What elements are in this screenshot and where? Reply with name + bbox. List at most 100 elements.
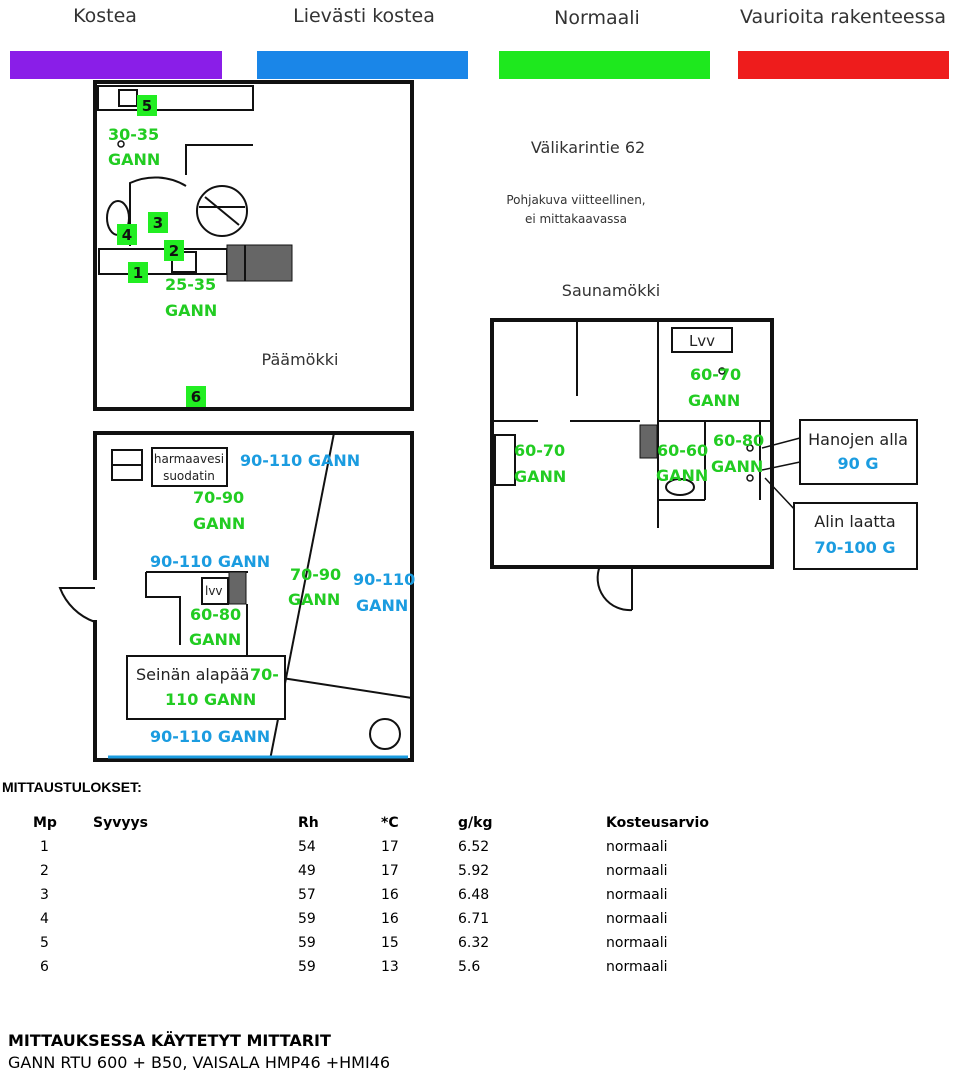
- measurement-points: 5 3 4 2 1 6: [117, 95, 206, 407]
- tile-callout-title: Alin laatta: [814, 512, 895, 531]
- reading-p5-range: 30-35: [108, 125, 159, 144]
- legend-label-vaurioita: Vaurioita rakenteessa: [740, 6, 946, 28]
- filter-box: [151, 447, 228, 487]
- reading-green-b-unit: GANN: [288, 590, 340, 609]
- measurement-point-3-label: 3: [153, 214, 163, 232]
- cell-mp: 6: [40, 959, 49, 975]
- measurement-point-4-label: 4: [122, 226, 132, 244]
- header-mp: Mp: [33, 815, 57, 831]
- cell-mp: 2: [40, 863, 49, 879]
- measurement-point-2: [164, 240, 184, 261]
- reading-blue-right-unit: GANN: [356, 596, 408, 615]
- sauna-cabin-plan: Lvv Saunamökki Hanojen alla 90 G Alin la…: [490, 281, 918, 612]
- cell-temp: 13: [381, 959, 399, 975]
- measurement-point-2-label: 2: [169, 242, 179, 260]
- cell-mp: 3: [40, 887, 49, 903]
- tile-callout-value: 70-100 G: [814, 538, 895, 557]
- reading-blue-mid: 90-110 GANN: [150, 552, 270, 571]
- taps-callout-value: 90 G: [838, 454, 879, 473]
- sauna-reading-b: 60-70: [514, 441, 565, 460]
- cell-mp: 4: [40, 911, 49, 927]
- cell-rh: 59: [298, 911, 316, 927]
- measurement-point-1: [128, 262, 148, 283]
- reading-green-a-unit: GANN: [193, 514, 245, 533]
- measurement-point-6: [186, 386, 206, 407]
- cell-kosteusarvio: normaali: [606, 935, 668, 951]
- sauna-reading-d: 60-80: [713, 431, 764, 450]
- cell-kosteusarvio: normaali: [606, 863, 668, 879]
- sauna-cabin-name: Saunamökki: [562, 281, 660, 300]
- wall-bottom-box: [126, 655, 286, 720]
- legend-swatch-lievasti-kostea: [257, 51, 468, 79]
- cell-mp: 5: [40, 935, 49, 951]
- measurement-point-1-label: 1: [133, 264, 143, 282]
- header-syvyys: Syvyys: [93, 815, 148, 831]
- site-note-line1: Pohjakuva viitteellinen,: [506, 193, 645, 207]
- filter-label-line2: suodatin: [163, 469, 215, 483]
- header-kosteusarvio: Kosteusarvio: [606, 815, 709, 831]
- main-cabin-plan: Päämökki: [93, 80, 414, 411]
- cell-rh: 59: [298, 935, 316, 951]
- wall-bottom-label: Seinän alapää: [136, 665, 249, 684]
- cell-gkg: 6.52: [458, 839, 490, 855]
- moisture-legend: Kostea Lievästi kostea Normaali Vaurioit…: [10, 5, 949, 79]
- cell-rh: 49: [298, 863, 316, 879]
- reading-p2-unit: GANN: [165, 301, 217, 320]
- tile-callout-box: [793, 502, 918, 570]
- cell-rh: 54: [298, 839, 316, 855]
- results-title: MITTAUSTULOKSET:: [2, 779, 142, 795]
- cell-temp: 17: [381, 839, 399, 855]
- site-note-line2: ei mittakaavassa: [525, 212, 627, 226]
- reading-green-b: 70-90: [290, 565, 341, 584]
- reading-blue-right: 90-110: [353, 570, 415, 589]
- legend-swatch-vaurioita: [738, 51, 949, 79]
- sauna-reading-c-unit: GANN: [656, 466, 708, 485]
- cell-temp: 17: [381, 863, 399, 879]
- cell-kosteusarvio: normaali: [606, 887, 668, 903]
- site-address: Välikarintie 62: [531, 138, 645, 157]
- taps-callout-box: [799, 419, 918, 485]
- legend-label-lievasti-kostea: Lievästi kostea: [293, 5, 435, 27]
- legend-swatch-normaali: [499, 51, 710, 79]
- reading-green-a: 70-90: [193, 488, 244, 507]
- reading-p2-range: 25-35: [165, 275, 216, 294]
- measurement-point-4: [117, 224, 137, 245]
- cell-temp: 15: [381, 935, 399, 951]
- legend-label-normaali: Normaali: [554, 7, 640, 29]
- cell-mp: 1: [40, 839, 49, 855]
- reading-green-c: 60-80: [190, 605, 241, 624]
- cell-rh: 57: [298, 887, 316, 903]
- measurement-point-5: [137, 95, 157, 116]
- legend-label-kostea: Kostea: [73, 5, 137, 27]
- cell-temp: 16: [381, 887, 399, 903]
- wall-bottom-range-a: 70-: [250, 665, 279, 684]
- sauna-reading-d-unit: GANN: [711, 457, 763, 476]
- annex-plan: [58, 431, 414, 762]
- cell-rh: 59: [298, 959, 316, 975]
- cell-temp: 16: [381, 911, 399, 927]
- cell-kosteusarvio: normaali: [606, 959, 668, 975]
- cell-kosteusarvio: normaali: [606, 839, 668, 855]
- reading-green-c-unit: GANN: [189, 630, 241, 649]
- sauna-reading-a: 60-70: [690, 365, 741, 384]
- header-gkg: g/kg: [458, 815, 493, 831]
- measurement-point-3: [148, 212, 168, 233]
- cell-kosteusarvio: normaali: [606, 911, 668, 927]
- header-rh: Rh: [298, 815, 319, 831]
- cell-gkg: 6.32: [458, 935, 490, 951]
- main-cabin-name: Päämökki: [262, 350, 339, 369]
- instruments-text: GANN RTU 600 + B50, VAISALA HMP46 +HMI46: [8, 1053, 391, 1072]
- reading-blue-top: 90-110 GANN: [240, 451, 360, 470]
- cell-gkg: 6.71: [458, 911, 490, 927]
- measurement-point-6-label: 6: [191, 388, 201, 406]
- filter-label-line1: harmaavesi: [154, 452, 224, 466]
- reading-p5-unit: GANN: [108, 150, 160, 169]
- instruments-title: MITTAUKSESSA KÄYTETYT MITTARIT: [8, 1031, 331, 1050]
- sauna-lvv-label: Lvv: [689, 332, 715, 350]
- sauna-reading-b-unit: GANN: [514, 467, 566, 486]
- cell-gkg: 5.6: [458, 959, 481, 975]
- wall-bottom-range-b: 110 GANN: [165, 690, 256, 709]
- measurement-point-5-label: 5: [142, 97, 152, 115]
- cell-gkg: 6.48: [458, 887, 490, 903]
- legend-swatch-kostea: [10, 51, 222, 79]
